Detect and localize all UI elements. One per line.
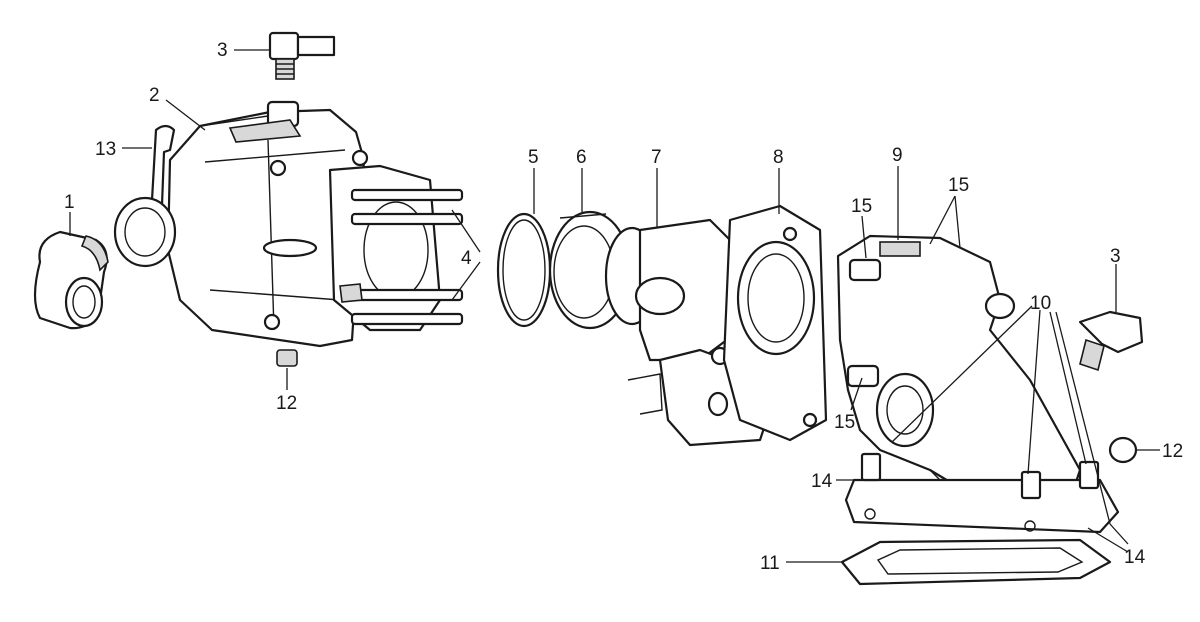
- callout-11: 11: [760, 553, 780, 574]
- part-11-gasket: [840, 538, 1112, 586]
- part-12-right-plug: [1108, 436, 1138, 464]
- part-2-pump-housing: [113, 100, 369, 348]
- part-1-hose-elbow: [33, 230, 109, 330]
- part-12-bottom-plug: [276, 349, 298, 367]
- part-13-clip: [150, 124, 176, 207]
- leader-lines: [69, 49, 1160, 563]
- callout-15-top: 15: [851, 196, 872, 217]
- callout-14-left: 14: [811, 471, 833, 492]
- callout-10: 10: [1030, 293, 1051, 314]
- callout-12-bottom: 12: [276, 393, 297, 414]
- callout-12-right: 12: [1162, 441, 1183, 462]
- callout-3-top: 3: [217, 40, 228, 61]
- callout-3-right: 3: [1110, 246, 1121, 267]
- callout-9: 9: [892, 145, 903, 166]
- part-5-o-ring: [496, 212, 552, 328]
- callout-1: 1: [64, 192, 75, 213]
- part-4-studs-and-flange: [328, 164, 464, 332]
- part-3-right-fitting: [1078, 310, 1144, 372]
- callout-8: 8: [773, 147, 784, 168]
- callout-5: 5: [528, 147, 539, 168]
- callout-6: 6: [576, 147, 587, 168]
- callout-15-topright: 15: [948, 175, 969, 196]
- callout-2: 2: [149, 85, 160, 106]
- callout-15-bottom: 15: [834, 412, 855, 433]
- part-3-top-fitting: [268, 31, 336, 80]
- callout-4: 4: [461, 248, 472, 269]
- callout-labels: 3 2 13 1 12 4 5 6 7 8 9 15 15 15 3 10 12…: [64, 40, 1183, 574]
- callout-14-right: 14: [1124, 547, 1146, 568]
- part-7-impeller-housing: [604, 218, 782, 447]
- callout-13: 13: [95, 139, 116, 160]
- part-8-mounting-plate: [722, 204, 828, 442]
- callout-7: 7: [651, 147, 662, 168]
- part-base-flange: [844, 452, 1120, 534]
